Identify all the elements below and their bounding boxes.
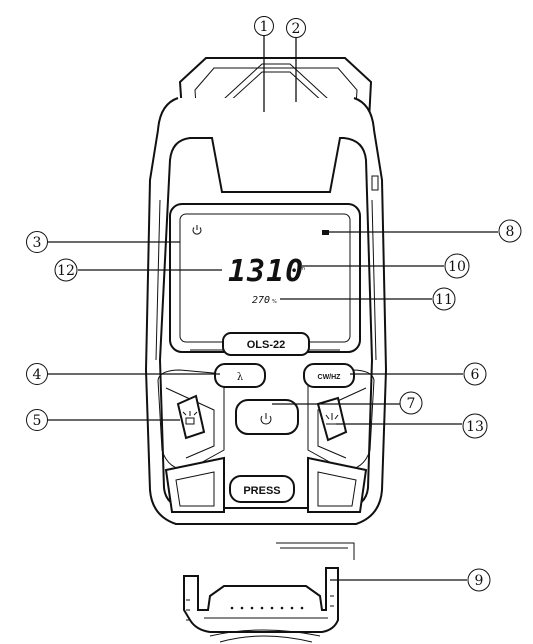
press-button[interactable]: PRESS: [229, 475, 295, 503]
callout-13: 13: [462, 413, 488, 439]
button-panel: [157, 369, 375, 513]
callout-5: 5: [26, 409, 48, 431]
callout-12: 12: [54, 258, 78, 282]
power-icon: [260, 413, 272, 425]
laser-flash-icon: [182, 411, 198, 425]
press-label: PRESS: [243, 485, 280, 497]
model-label: OLS-22: [247, 339, 286, 351]
svg-text:4: 4: [33, 367, 42, 383]
callout-11: 11: [432, 287, 456, 311]
svg-text:3: 3: [33, 235, 42, 251]
callout-8: 8: [498, 219, 522, 243]
lcd-screen: 1310 nm 270 %: [169, 203, 361, 353]
callout-3: 3: [26, 231, 48, 253]
svg-text:10: 10: [448, 259, 466, 275]
callout-numbers: 1 2 3 12 8 10 11 4: [26, 16, 522, 592]
callout-9: 9: [467, 568, 491, 592]
callout-2: 2: [286, 18, 306, 38]
svg-text:1: 1: [260, 19, 269, 35]
vent-dots: [230, 606, 304, 610]
power-readout: 270: [252, 295, 270, 306]
svg-text:2: 2: [292, 21, 301, 37]
callout-10: 10: [444, 253, 470, 279]
svg-text:5: 5: [33, 413, 42, 429]
svg-text:6: 6: [471, 367, 480, 383]
right-laser-button[interactable]: [316, 396, 348, 442]
wavelength-button[interactable]: λ: [214, 363, 266, 388]
svg-text:11: 11: [435, 292, 453, 308]
wavelength-unit: nm: [297, 266, 305, 272]
model-badge: OLS-22: [222, 332, 310, 356]
callout-6: 6: [463, 362, 487, 386]
laser-flash-icon: [325, 413, 339, 425]
bottom-cap: [183, 542, 355, 643]
callout-1: 1: [254, 16, 274, 36]
svg-text:7: 7: [407, 396, 416, 412]
svg-text:8: 8: [506, 224, 515, 240]
wavelength-readout: 1310: [228, 254, 304, 289]
callout-7: 7: [399, 391, 423, 415]
svg-text:13: 13: [466, 419, 484, 435]
svg-text:12: 12: [57, 263, 75, 279]
svg-text:9: 9: [475, 573, 484, 589]
callout-4: 4: [26, 363, 48, 385]
cw-hz-label: CW/HZ: [318, 374, 342, 381]
power-unit: %: [272, 299, 277, 305]
callout-lines: [48, 36, 498, 581]
power-button[interactable]: [235, 399, 299, 435]
left-laser-button[interactable]: [176, 394, 206, 440]
lambda-label: λ: [237, 372, 244, 383]
cw-hz-button[interactable]: CW/HZ: [303, 363, 355, 388]
power-icon: [192, 225, 202, 235]
